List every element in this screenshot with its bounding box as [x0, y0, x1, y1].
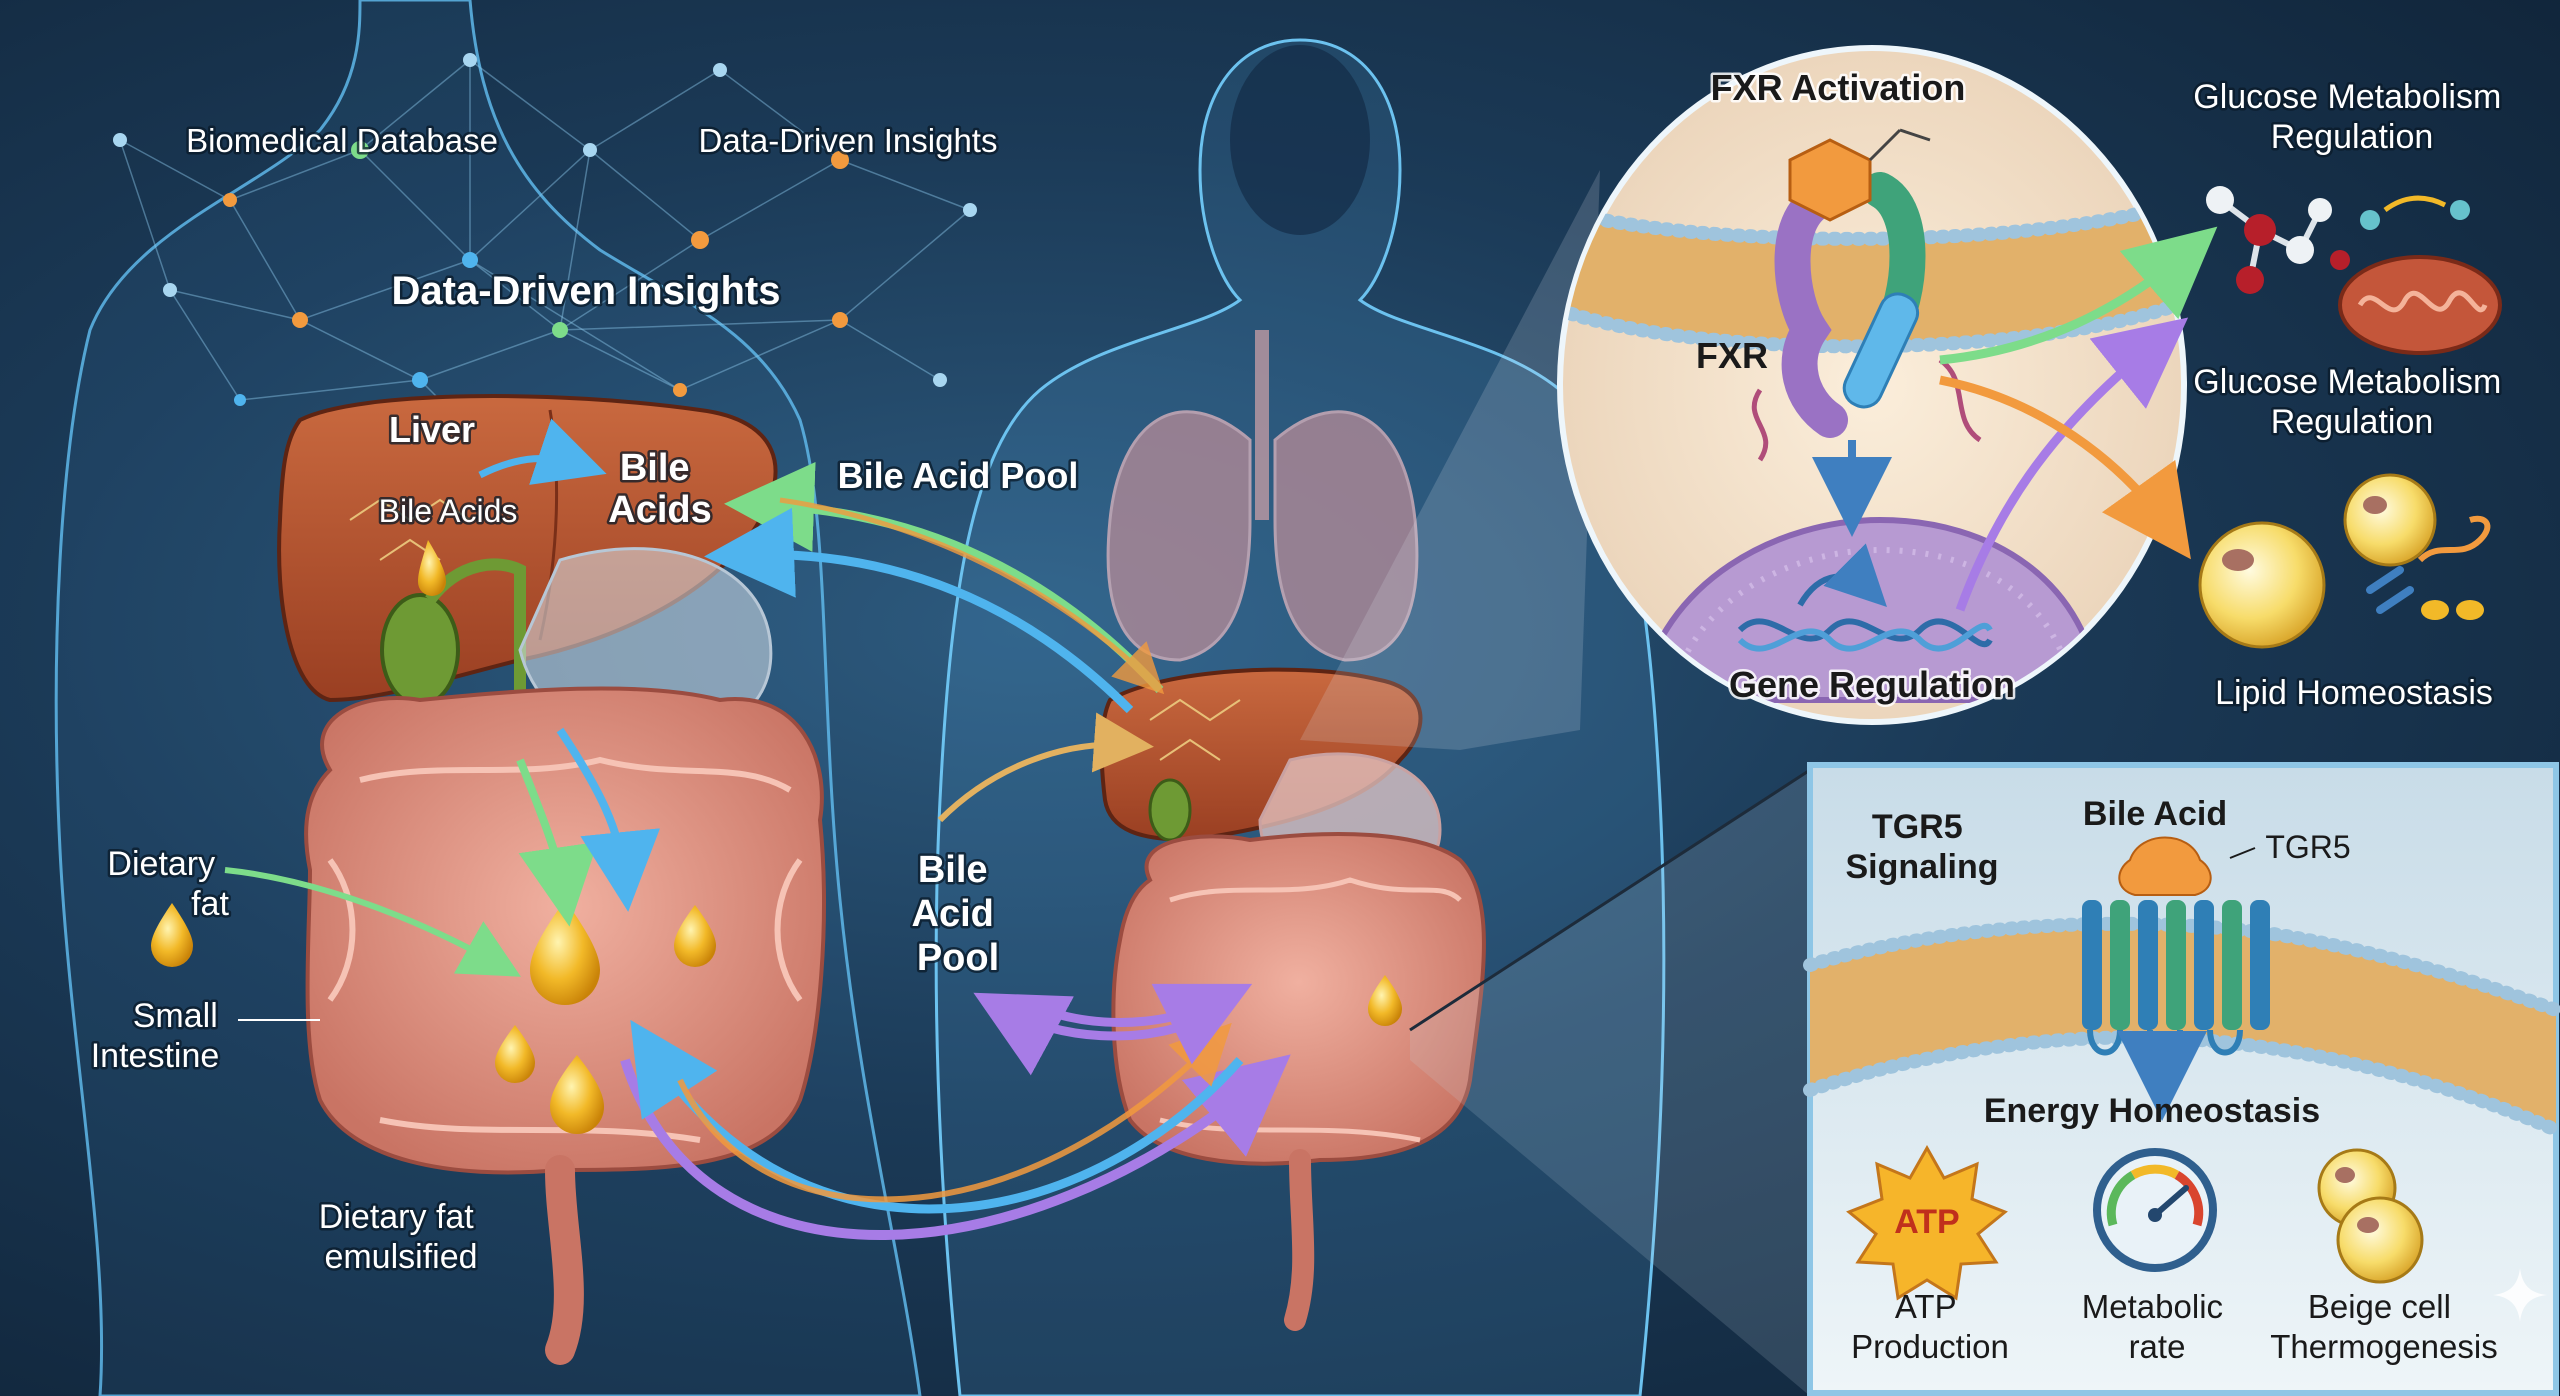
network-label-insights-top: Data-Driven Insights — [699, 122, 998, 159]
tgr5-title-line2: Signaling — [1846, 848, 1999, 886]
dna-icon — [1737, 543, 1993, 652]
atp-badge: ATP — [1894, 1203, 1959, 1241]
network-label-insights-main: Data-Driven Insights — [392, 269, 781, 313]
beige-caption: Beige cell Thermogenesis — [2270, 1288, 2497, 1365]
molecule-icon — [2206, 186, 2350, 294]
atp-starburst-icon: ATP — [1846, 1144, 2008, 1301]
beige-caption-line2: Thermogenesis — [2270, 1328, 2497, 1365]
enterohepatic-arrow-blue — [630, 1019, 1244, 1214]
bile-drop-icon — [495, 1025, 535, 1083]
pool-arrow-blue-to-left — [704, 507, 1134, 714]
bile-drop-icon — [550, 1055, 604, 1134]
liver-label: Liver — [389, 409, 475, 450]
enterohepatic-arrow-orange — [677, 1022, 1232, 1203]
metabolic-caption: Metabolic rate — [2082, 1288, 2232, 1365]
tgr5-receptor-label: TGR5 — [2265, 829, 2350, 865]
glucose-mid-label: Glucose Metabolism Regulation — [2193, 363, 2510, 441]
dietary-fat-line2: fat — [191, 885, 229, 923]
beige-caption-line1: Beige cell — [2308, 1288, 2451, 1325]
dietary-fat-arrow — [224, 867, 521, 977]
metabolic-caption-line1: Metabolic — [2082, 1288, 2223, 1325]
bile-flow-arrow-blue — [556, 727, 661, 912]
bile-drop-icon — [1368, 975, 1402, 1026]
lipid-homeostasis-label: Lipid Homeostasis — [2215, 674, 2493, 712]
tgr5-title: TGR5 Signaling — [1846, 808, 1999, 886]
mitochondria-icon — [2338, 195, 2502, 355]
network-label-database: Biomedical Database — [186, 122, 498, 159]
bile-acid-pool-top-label: Bile Acid Pool — [838, 455, 1079, 496]
atp-caption-line2: Production — [1851, 1328, 2009, 1365]
fxr-arrow-glucose-top — [1939, 226, 2218, 365]
glucose-top-label: Glucose Metabolism Regulation — [2193, 78, 2510, 156]
metabolic-caption-line2: rate — [2129, 1328, 2186, 1365]
sparkle-icon — [2493, 1268, 2547, 1322]
dietary-fat-label: Dietary fat — [107, 845, 229, 923]
small-intestine-label: Small Intestine — [91, 997, 228, 1075]
liver-inner-bile-acids: Bile Acids — [379, 493, 518, 529]
atp-caption-line1: ATP — [1895, 1288, 1956, 1325]
small-intestine-line2: Intestine — [91, 1037, 220, 1075]
lungs — [1106, 330, 1419, 662]
dietary-fat-line1: Dietary — [107, 845, 215, 883]
pool-arrow-orange-to-center — [779, 497, 1165, 695]
fxr-arrow-lipid — [1939, 375, 2191, 560]
bile-acid-pool-center-line3: Pool — [917, 937, 999, 979]
knowledge-network — [119, 59, 971, 461]
tgr5-leader — [2229, 847, 2256, 859]
tgr5-zoom-edge — [1409, 768, 1811, 1032]
fxr-zoom-beam — [1300, 170, 1600, 750]
small-intestine-line1: Small — [133, 997, 218, 1035]
energy-homeostasis-label: Energy Homeostasis — [1984, 1092, 2320, 1130]
beige-cell-icon — [2317, 1148, 2424, 1284]
glucose-top-line2: Regulation — [2271, 118, 2434, 156]
local-arrow-purple-back — [973, 992, 1202, 1076]
bile-acid-pool-center-line1: Bile — [918, 849, 988, 891]
emulsified-label: Dietary fat emulsified — [319, 1198, 483, 1276]
atp-caption: ATP Production — [1851, 1288, 2009, 1365]
glucose-mid-line1: Glucose Metabolism — [2193, 363, 2501, 401]
bile-acid-pool-center-line2: Acid — [912, 893, 994, 935]
bile-acids-label-line1: Bile — [620, 447, 690, 489]
bile-acids-label: Bile Acids — [608, 447, 711, 531]
fxr-receptor-label: FXR — [1696, 335, 1768, 376]
bile-drop-icon — [674, 905, 716, 967]
tgr5-ligand-label: Bile Acid — [2083, 795, 2227, 833]
emulsified-line1: Dietary fat — [319, 1198, 474, 1236]
tgr5-title-line1: TGR5 — [1872, 808, 1963, 846]
center-gold-arrow — [937, 712, 1154, 823]
fxr-arrow-glucose-mid — [1955, 317, 2189, 612]
liver-internal-arrow — [478, 418, 607, 485]
gene-regulation-label: Gene Regulation — [1729, 664, 2015, 705]
tgr5-zoom-beam — [1410, 770, 1810, 1396]
tgr5-receptor — [2082, 900, 2270, 1056]
bile-acids-label-line2: Acids — [608, 489, 711, 531]
bile-acid-ligand — [2118, 836, 2212, 896]
emulsified-line2: emulsified — [324, 1238, 477, 1276]
fxr-title: FXR Activation — [1711, 67, 1966, 108]
gauge-icon — [2093, 1148, 2217, 1272]
fat-cell-icon — [2198, 473, 2491, 649]
glucose-top-line1: Glucose Metabolism — [2193, 78, 2501, 116]
bile-flow-arrow-green — [516, 758, 598, 927]
tgr5-signaling-panel: TGR5 Signaling Bile Acid TGR5 Energy Hom… — [1803, 762, 2560, 1396]
bile-drop-icon — [151, 903, 193, 967]
enterohepatic-arrow-purple — [620, 1054, 1291, 1240]
fxr-activation-panel: FXR Activation FXR Gene Regulation — [1557, 45, 2187, 725]
bile-acid-pool-center-label: Bile Acid Pool — [912, 849, 1005, 979]
bile-drop-icon — [418, 540, 446, 596]
glucose-mid-line2: Regulation — [2271, 403, 2434, 441]
